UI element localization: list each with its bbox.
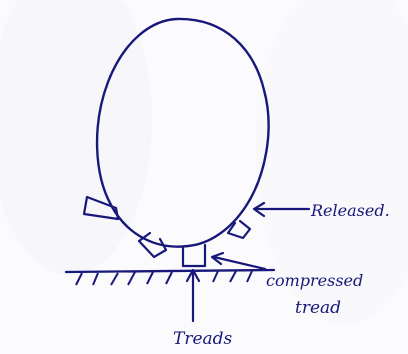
ground-line (66, 270, 274, 272)
ground-hatch-6 (166, 272, 172, 284)
ground-hatch-7 (213, 271, 218, 282)
ground-hatch-3 (111, 273, 118, 285)
ground-hatch-2 (93, 273, 98, 285)
compressed-tread-center (183, 245, 205, 266)
ground-hatch-9 (247, 271, 252, 282)
released-label: Released. (310, 201, 390, 220)
ground-hatches (76, 271, 252, 285)
ground-hatch-5 (147, 272, 153, 284)
ground-hatch-1 (76, 273, 82, 285)
compressed-arrow-line (214, 257, 265, 269)
compressed-label-line-2: tread (295, 298, 341, 318)
compressed-label-line-1: compressed (266, 271, 363, 290)
ground-hatch-8 (230, 271, 236, 282)
faint-paper-shade-left (0, 0, 152, 275)
ground-hatch-4 (128, 272, 135, 285)
treads-label: Treads (173, 329, 233, 349)
